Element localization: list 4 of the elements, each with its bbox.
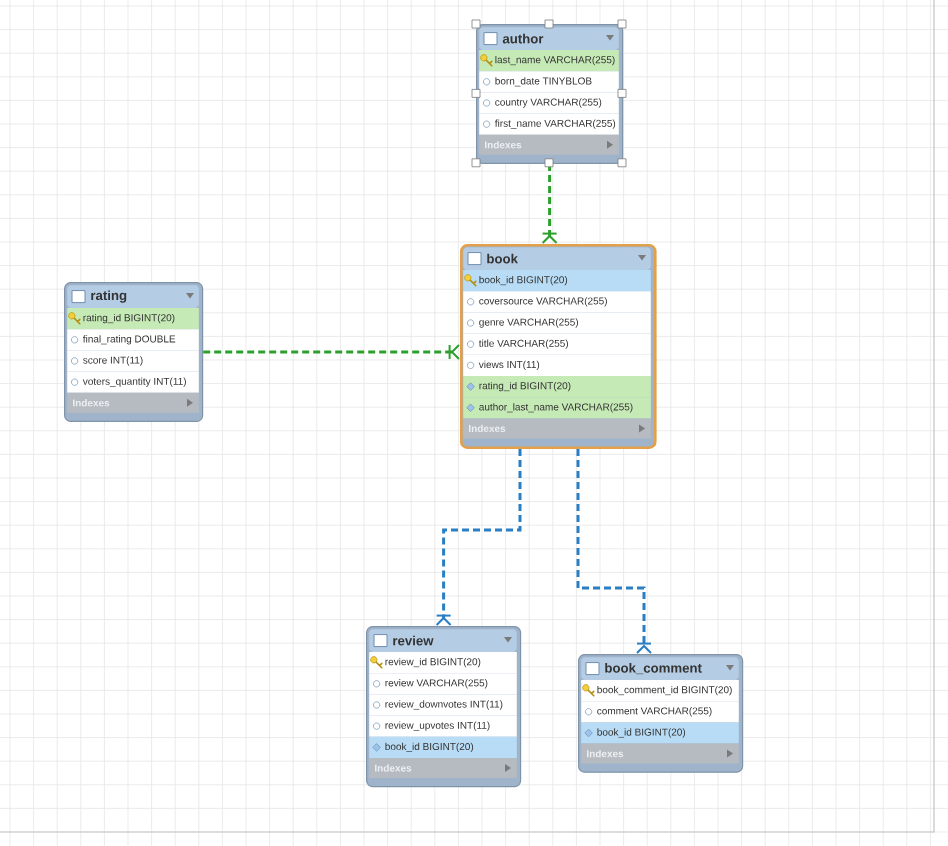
relationship-line [203, 344, 460, 360]
relationship-line [576, 449, 652, 654]
relationship-line [541, 164, 558, 244]
relationship-line [435, 449, 522, 626]
